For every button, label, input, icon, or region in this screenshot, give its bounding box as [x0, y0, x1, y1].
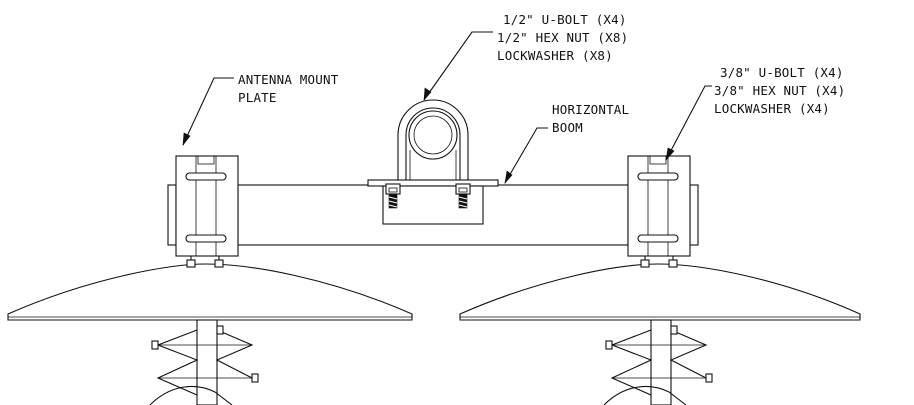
label-boom-line1: HORIZONTAL [552, 102, 629, 117]
label-mount-plate-line2: PLATE [238, 90, 277, 105]
label-right-ubolt: 3/8" U-BOLT (X4) [720, 65, 844, 80]
leader-lines [182, 31, 712, 184]
callout-center-hardware: 1/2" U-BOLT (X4) 1/2" HEX NUT (X8) LOCKW… [497, 12, 628, 63]
right-support-mast [603, 319, 713, 405]
center-u-bolt [397, 99, 469, 181]
left-dish [7, 263, 413, 321]
left-support-mast [149, 319, 259, 405]
arrowhead [665, 147, 675, 161]
right-dish [459, 263, 861, 321]
label-boom-line2: BOOM [552, 120, 583, 135]
center-mast-clamp [367, 99, 499, 225]
left-antenna-assembly [7, 155, 413, 405]
left-dish-nuts [186, 256, 224, 268]
callout-right-hardware: 3/8" U-BOLT (X4) 3/8" HEX NUT (X4) LOCKW… [714, 65, 845, 116]
arrowhead [423, 87, 432, 101]
callout-horizontal-boom: HORIZONTAL BOOM [552, 102, 629, 135]
callout-antenna-mount-plate: ANTENNA MOUNT PLATE [238, 72, 339, 105]
center-threaded-studs [388, 193, 468, 209]
right-dish-nuts [640, 256, 678, 268]
label-center-ubolt: 1/2" U-BOLT (X4) [503, 12, 627, 27]
left-u-bolts [185, 172, 227, 243]
arrowhead [504, 170, 513, 184]
right-antenna-assembly [459, 155, 861, 405]
label-right-lockwasher: LOCKWASHER (X4) [714, 101, 830, 116]
arrowhead [182, 132, 191, 146]
label-center-hexnut: 1/2" HEX NUT (X8) [497, 30, 628, 45]
label-mount-plate-line1: ANTENNA MOUNT [238, 72, 339, 87]
mast-pipe [408, 110, 458, 160]
label-right-hexnut: 3/8" HEX NUT (X4) [714, 83, 845, 98]
label-center-lockwasher: LOCKWASHER (X8) [497, 48, 613, 63]
right-u-bolts [637, 172, 679, 243]
